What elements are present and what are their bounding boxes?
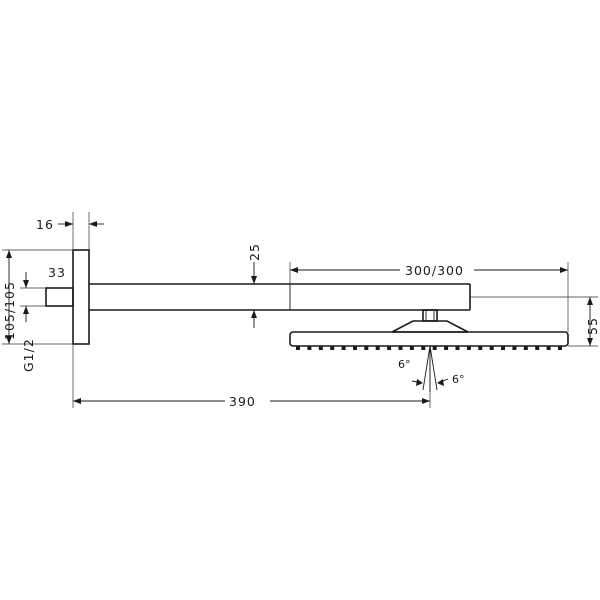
dim-label-tilt-left: 6° [398,358,411,371]
dim-label-tilt-right: 6° [452,373,465,386]
spray-nozzle [489,346,494,350]
spray-nozzle [296,346,300,350]
dim-label-390: 390 [229,394,256,409]
spray-nozzle [375,346,380,350]
dim-tilt-angle: 6° 6° [398,345,465,392]
swivel-connector [391,309,469,333]
spray-nozzle [444,346,449,350]
inlet-pipe [45,287,74,307]
spray-nozzle [432,346,437,350]
spray-nozzle [409,346,414,350]
spray-nozzle [421,346,426,350]
shower-arm [89,283,471,311]
spray-nozzle [341,346,346,350]
spray-nozzle [353,346,357,350]
spray-nozzle [523,346,528,350]
dim-arm-height: 25 [247,243,262,328]
spray-nozzle [318,346,323,350]
spray-nozzle [455,346,460,350]
shower-head [289,331,569,350]
dim-label-25: 25 [247,243,262,261]
dim-pipe-diameter: 33 [20,265,66,322]
dim-head-height: 55 [470,296,600,347]
dim-plate-thickness: 16 [36,212,104,250]
spray-nozzle [398,346,403,350]
dim-label-55: 55 [585,317,600,335]
dim-thread: G1/2 [21,338,36,372]
dim-label-16: 16 [36,217,54,232]
spray-nozzle [512,346,517,350]
wall-plate [72,249,90,345]
spray-nozzles [296,346,562,350]
spray-nozzle [558,346,562,350]
spray-nozzle [307,346,312,350]
dim-label-300: 300/300 [405,263,464,278]
dim-label-thread: G1/2 [21,338,36,372]
dim-plate-size: 105/105 [2,249,73,345]
spray-nozzle [364,346,369,350]
spray-nozzle [330,346,335,350]
dim-label-105: 105/105 [2,281,17,340]
spray-nozzle [535,346,540,350]
spray-nozzle [546,346,551,350]
dim-label-33: 33 [48,265,66,280]
spray-nozzle [501,346,505,350]
dim-arm-length: 390 [72,344,431,409]
spray-nozzle [478,346,483,350]
dim-head-size: 300/300 [289,262,569,332]
spray-nozzle [466,346,471,350]
spray-nozzle [387,346,392,350]
